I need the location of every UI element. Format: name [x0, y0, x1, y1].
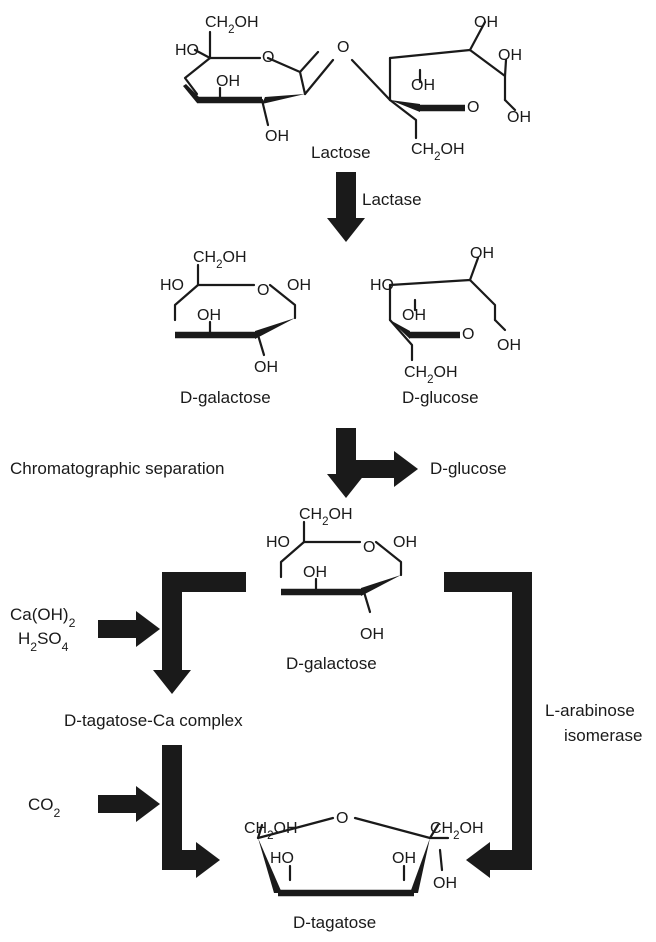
lactose-gal-oh-c2-label: OH	[265, 128, 289, 145]
glucose-oh-c3-label: OH	[402, 307, 426, 324]
galactose-1-oh-c4-label: HO	[160, 277, 184, 294]
separation-product-label: D-glucose	[430, 459, 507, 478]
lactase-arrow: Lactase	[327, 172, 422, 242]
galactose-1-ch2oh-label: CH2OH	[193, 249, 247, 271]
galactose-2-ring-o-label: O	[363, 539, 375, 556]
separation-arrow: Chromatographic separation D-glucose	[10, 428, 507, 498]
galactose-1-ring-o-label: O	[257, 282, 269, 299]
lactose-bridge-o-label: O	[337, 39, 349, 56]
glucose-oh-c4-label: HO	[370, 277, 394, 294]
galactose-1-name: D-galactose	[180, 388, 271, 407]
lactose-glc-ch2oh-label: CH2OH	[411, 141, 465, 163]
lactose-gal-oh-c3-label: OH	[216, 73, 240, 90]
galactose-2-oh-c3-label: OH	[303, 564, 327, 581]
glucose-ch2oh-label: CH2OH	[404, 364, 458, 386]
galactose-1-oh-anomeric-label: OH	[287, 277, 311, 294]
lactose-gal-ch2oh-label: CH2OH	[205, 14, 259, 36]
glucose-oh-top-label: OH	[470, 245, 494, 262]
lactose-glc-ring-o-label: O	[467, 99, 479, 116]
separation-label: Chromatographic separation	[10, 459, 225, 478]
lactose-structure: CH2OH HO O OH OH O OH OH O OH OH CH2OH L…	[175, 14, 531, 163]
co2-label: CO2	[28, 795, 61, 820]
d-tagatose-structure: CH2OH O CH2OH HO OH OH D-tagatose	[244, 810, 484, 932]
d-glucose-structure: OH HO OH O OH CH2OH D-glucose	[370, 245, 521, 407]
complex-label: D-tagatose-Ca complex	[64, 711, 243, 730]
lactose-gal-oh-c4-label: HO	[175, 42, 199, 59]
tagatose-ch2oh-right-label: CH2OH	[430, 820, 484, 842]
galactose-2-name: D-galactose	[286, 654, 377, 673]
galactose-2-ch2oh-label: CH2OH	[299, 506, 353, 528]
enzyme-label-line-1: L-arabinose	[545, 701, 635, 720]
lactose-glc-oh-anomeric-label: OH	[507, 109, 531, 126]
enzyme-label-line-2: isomerase	[564, 726, 642, 745]
galactose-2-oh-c2-label: OH	[360, 626, 384, 643]
lactose-glc-oh-right-label: OH	[498, 47, 522, 64]
tagatose-ch2oh-left-label: CH2OH	[244, 820, 298, 842]
enzymatic-pathway: L-arabinose isomerase	[444, 572, 642, 878]
lactose-gal-ring-o-label: O	[262, 49, 274, 66]
glucose-ring-o-label: O	[462, 326, 474, 343]
lactose-name: Lactose	[311, 143, 371, 162]
galactose-2-oh-c4-label: HO	[266, 534, 290, 551]
chemical-pathway: Ca(OH)2 H2SO4 D-tagatose-Ca complex CO2	[10, 572, 246, 878]
tagatose-name: D-tagatose	[293, 913, 376, 932]
tagatose-oh-c5-label: HO	[270, 850, 294, 867]
tagatose-ring-o-label: O	[336, 810, 348, 827]
galactose-1-oh-c2-label: OH	[254, 359, 278, 376]
galactose-1-oh-c3-label: OH	[197, 307, 221, 324]
lactase-label: Lactase	[362, 190, 422, 209]
reagent-1-label: Ca(OH)2	[10, 605, 76, 630]
galactose-2-oh-anomeric-label: OH	[393, 534, 417, 551]
tagatose-oh-c3-label: OH	[392, 850, 416, 867]
lactose-glc-oh-top-label: OH	[474, 14, 498, 31]
d-galactose-structure-1: CH2OH HO O OH OH OH D-galactose	[160, 249, 311, 407]
glucose-name: D-glucose	[402, 388, 479, 407]
lactose-glc-oh-c3-label: OH	[411, 77, 435, 94]
reagent-2-label: H2SO4	[18, 629, 69, 654]
d-galactose-structure-2: CH2OH HO O OH OH OH D-galactose	[266, 506, 417, 673]
glucose-oh-anomeric-label: OH	[497, 337, 521, 354]
tagatose-oh-c2-label: OH	[433, 875, 457, 892]
